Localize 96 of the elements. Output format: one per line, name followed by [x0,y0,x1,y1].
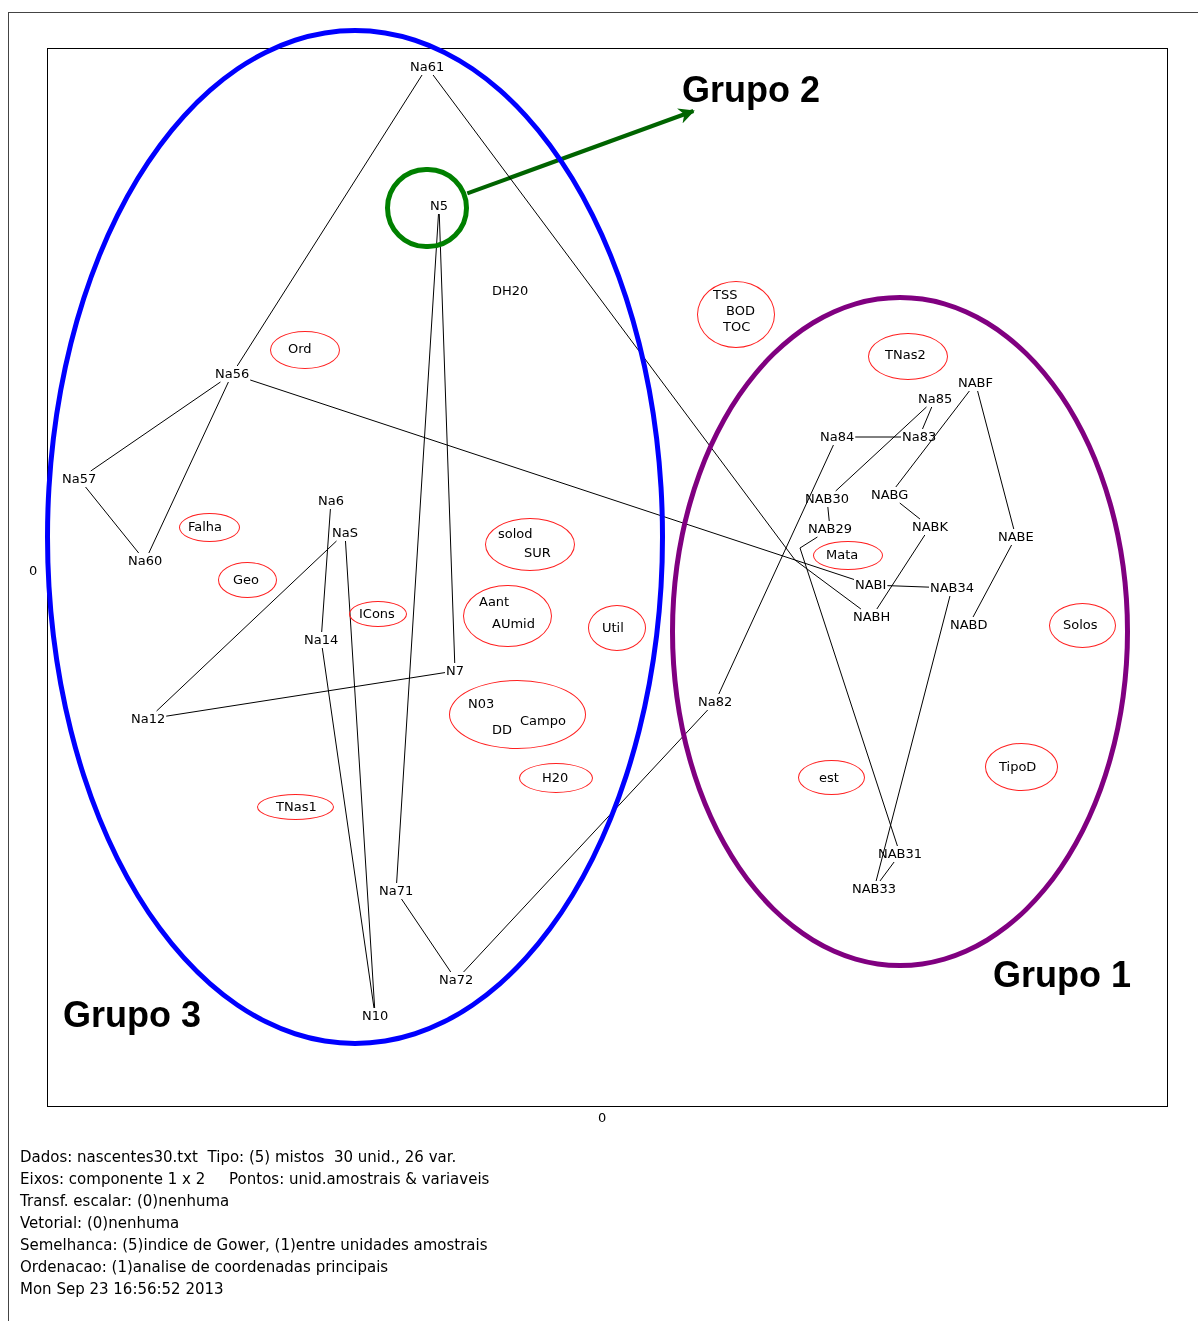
sample-label: Na12 [131,712,166,726]
variable-label: est [819,771,839,785]
group-label: Grupo 3 [63,995,201,1035]
connector-line [875,595,951,882]
connector-line [827,506,830,522]
variable-ellipse [449,680,586,749]
sample-label: NAB33 [852,882,897,896]
variable-label: BOD [726,304,755,318]
axis-tick-label: 0 [29,564,38,578]
variable-label: TSS [713,288,738,302]
connector-line [396,213,439,884]
info-text: Dados: nascentes30.txt Tipo: (5) mistos 30 unid., 26 var. [20,1148,457,1166]
connector-line [85,486,140,554]
sample-label: Na84 [820,430,855,444]
sample-label: N5 [430,199,448,213]
connector-line [165,672,446,717]
connector-line [249,379,855,580]
sample-label: N10 [362,1009,389,1023]
sample-label: NABI [855,578,887,592]
variable-label: Solos [1063,618,1098,632]
connector-line [886,585,930,588]
sample-label: NaS [332,526,358,540]
sample-label: NAB31 [878,847,923,861]
connector-line [922,406,933,430]
connector-line [90,381,221,472]
sample-label: Na85 [918,392,953,406]
variable-label: N03 [468,697,495,711]
sample-label: NABF [958,376,993,390]
connector-line [321,508,331,633]
sample-label: NAB29 [808,522,853,536]
connector-line [895,390,970,488]
connector-line [321,647,375,1009]
sample-label: Na57 [62,472,97,486]
variable-label: ICons [359,607,395,621]
variable-label: Geo [233,573,260,587]
axis-tick-label: 0 [598,1111,607,1125]
sample-label: Na71 [379,884,414,898]
connector-line [463,709,709,973]
info-text: Transf. escalar: (0)nenhuma [20,1192,230,1210]
sample-label: NAB30 [805,492,850,506]
arrow [466,108,695,196]
variable-label: Mata [826,548,859,562]
sample-label: NABG [871,488,909,502]
variable-label: Campo [520,714,566,728]
connector-line [899,502,921,520]
connector-line [432,74,862,610]
variable-label: Util [602,621,624,635]
connector-line [156,540,337,712]
info-text: Eixos: componente 1 x 2 Pontos: unid.amostrais & variaveis [20,1170,490,1188]
connector-line [718,444,834,695]
sample-label: NABE [998,530,1034,544]
sample-label: Na72 [439,973,474,987]
connector-line [879,861,895,882]
info-text: Ordenacao: (1)analise de coordenadas principais [20,1258,389,1276]
variable-label: Falha [188,520,223,534]
group-label: Grupo 1 [993,955,1131,995]
connector-line [835,406,927,492]
variable-label: solod [498,527,533,541]
sample-label: Na83 [902,430,937,444]
sample-label: Na61 [410,60,445,74]
sample-label: Na60 [128,554,163,568]
sample-label: N7 [446,664,464,678]
info-text: Semelhanca: (5)indice de Gower, (1)entre unidades amostrais [20,1236,488,1254]
variable-label: DD [492,723,513,737]
group-label: Grupo 2 [682,70,820,110]
sample-label: NABK [912,520,949,534]
variable-label: SUR [524,546,551,560]
connector-line [345,540,376,1009]
connector-line [438,213,456,664]
group-ellipse [45,28,665,1046]
sample-label: NABD [950,618,988,632]
connector-line [977,390,1015,530]
variable-label: TNas2 [885,348,926,362]
connector-line [799,536,898,847]
variable-label: AUmid [492,617,535,631]
variable-label: TNas1 [276,800,317,814]
info-text: Mon Sep 23 16:56:52 2013 [20,1280,224,1298]
sample-label: Na56 [215,367,250,381]
variable-label: H20 [542,771,569,785]
variable-label: Aant [479,595,510,609]
sample-label: Na6 [318,494,344,508]
connector-line [401,898,452,973]
variable-label: Ord [288,342,312,356]
connector-line [972,544,1013,618]
variable-label: TOC [723,320,751,334]
connector-line [876,534,926,610]
connector-line [236,74,423,367]
sample-label: NABH [853,610,891,624]
info-text: Vetorial: (0)nenhuma [20,1214,180,1232]
sample-label: Na82 [698,695,733,709]
sample-label: Na14 [304,633,339,647]
connector-line [148,381,229,554]
variable-label: TipoD [999,760,1037,774]
variable-label: DH20 [492,284,529,298]
sample-label: NAB34 [930,581,975,595]
connector-line [854,436,902,438]
